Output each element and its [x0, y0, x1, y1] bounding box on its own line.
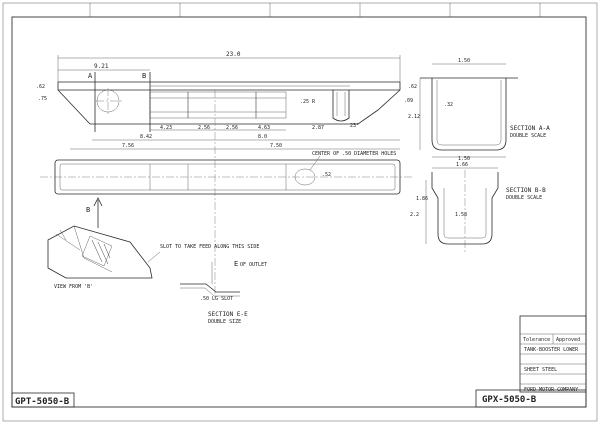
main-elevation-view: A B [57, 72, 401, 132]
dim-right-height: .62 [408, 84, 417, 90]
drawing-number-left: GPT-5050-B [15, 397, 70, 407]
section-ee-view: E OF OUTLET .50 LG SLOT SECTION E-E DOUB… [180, 260, 267, 325]
dim-7-56: 7.56 [122, 143, 134, 149]
dim-radius: .25 R [300, 99, 316, 105]
dim-8-42: 8.42 [140, 134, 152, 140]
dim-aa-bottom: 1.50 [458, 156, 470, 162]
zone-ticks [89, 3, 541, 17]
section-mark-a: A [88, 72, 93, 80]
section-aa-title: SECTION A-A [510, 125, 550, 132]
center-holes-note: CENTER OF .50 DIAMETER HOLES [312, 151, 396, 157]
slot-note-line: SLOT TO TAKE FEED ALONG THIS SIDE [160, 244, 259, 250]
title-block-approved: Approved [556, 337, 580, 343]
view-from-b: B VIEW FROM 'B' [47, 197, 153, 290]
section-mark-b: B [142, 72, 146, 80]
view-from-b-label: VIEW FROM 'B' [54, 284, 93, 290]
title-block-tolerance: Tolerance [523, 337, 550, 343]
overall-dimensions: 23.0 9.21 .62 .62 .09 .75 [36, 51, 417, 104]
dim-9-21: 9.21 [94, 63, 109, 70]
outlet-note: OF OUTLET [240, 262, 267, 268]
section-ee-scale: DOUBLE SIZE [208, 319, 241, 325]
slot-dim: .50 LG SLOT [200, 296, 233, 302]
plan-view: CENTER OF .50 DIAMETER HOLES .52 [40, 151, 412, 195]
title-block-material: SHEET STEEL [524, 367, 557, 373]
section-bb-scale: DOUBLE SCALE [506, 195, 542, 201]
dim-left-small: .75 [38, 96, 47, 102]
dim-2-87: 2.87 [312, 125, 324, 131]
dim-right-small: .09 [404, 98, 413, 104]
title-block-part-name: TANK-BOOSTER LOWER [524, 347, 579, 353]
dim-aa-inner: .32 [444, 102, 453, 108]
dim-angle: 23° [350, 123, 359, 129]
drawing-number-left-block: GPT-5050-B [11, 392, 75, 408]
lower-dimensions: 4.23 2.56 2.56 4.63 2.87 .25 R 23° 8.42 … [70, 90, 400, 300]
section-bb-title: SECTION B-B [506, 187, 546, 194]
section-aa-view: 1.50 2.12 1.50 .32 SECTION A-A DOUBLE SC… [408, 58, 550, 162]
dim-bb-width: 1.66 [456, 162, 468, 168]
dim-aa-width: 1.50 [458, 58, 470, 64]
dim-2-56-b: 2.56 [226, 125, 238, 131]
dim-left-height: .62 [36, 84, 45, 90]
dim-bb-upper: 1.86 [416, 196, 428, 202]
dim-7-50: 7.50 [270, 143, 282, 149]
section-bb-view: 1.66 2.2 1.86 1.58 SECTION B-B DOUBLE SC… [410, 162, 546, 252]
title-block: Tolerance Approved TANK-BOOSTER LOWER SH… [475, 315, 587, 408]
slot-note: SLOT TO TAKE FEED ALONG THIS SIDE [147, 244, 259, 263]
section-ee-title: SECTION E-E [208, 311, 248, 318]
dim-aa-height: 2.12 [408, 114, 420, 120]
drawing-number-right: GPX-5050-B [482, 395, 537, 405]
dim-bb-inner: 1.58 [455, 212, 467, 218]
dim-4-23: 4.23 [160, 125, 172, 131]
dim-8-0: 8.0 [258, 134, 267, 140]
section-aa-scale: DOUBLE SCALE [510, 133, 546, 139]
section-mark-e: E [234, 260, 238, 268]
dim-2-56-a: 2.56 [198, 125, 210, 131]
dim-4-63: 4.63 [258, 125, 270, 131]
dim-overall: 23.0 [226, 51, 241, 58]
dim-bb-height: 2.2 [410, 212, 419, 218]
drawing-frame [11, 16, 587, 408]
dim-hole-offset: .52 [322, 172, 331, 178]
view-arrow-b: B [86, 206, 90, 214]
